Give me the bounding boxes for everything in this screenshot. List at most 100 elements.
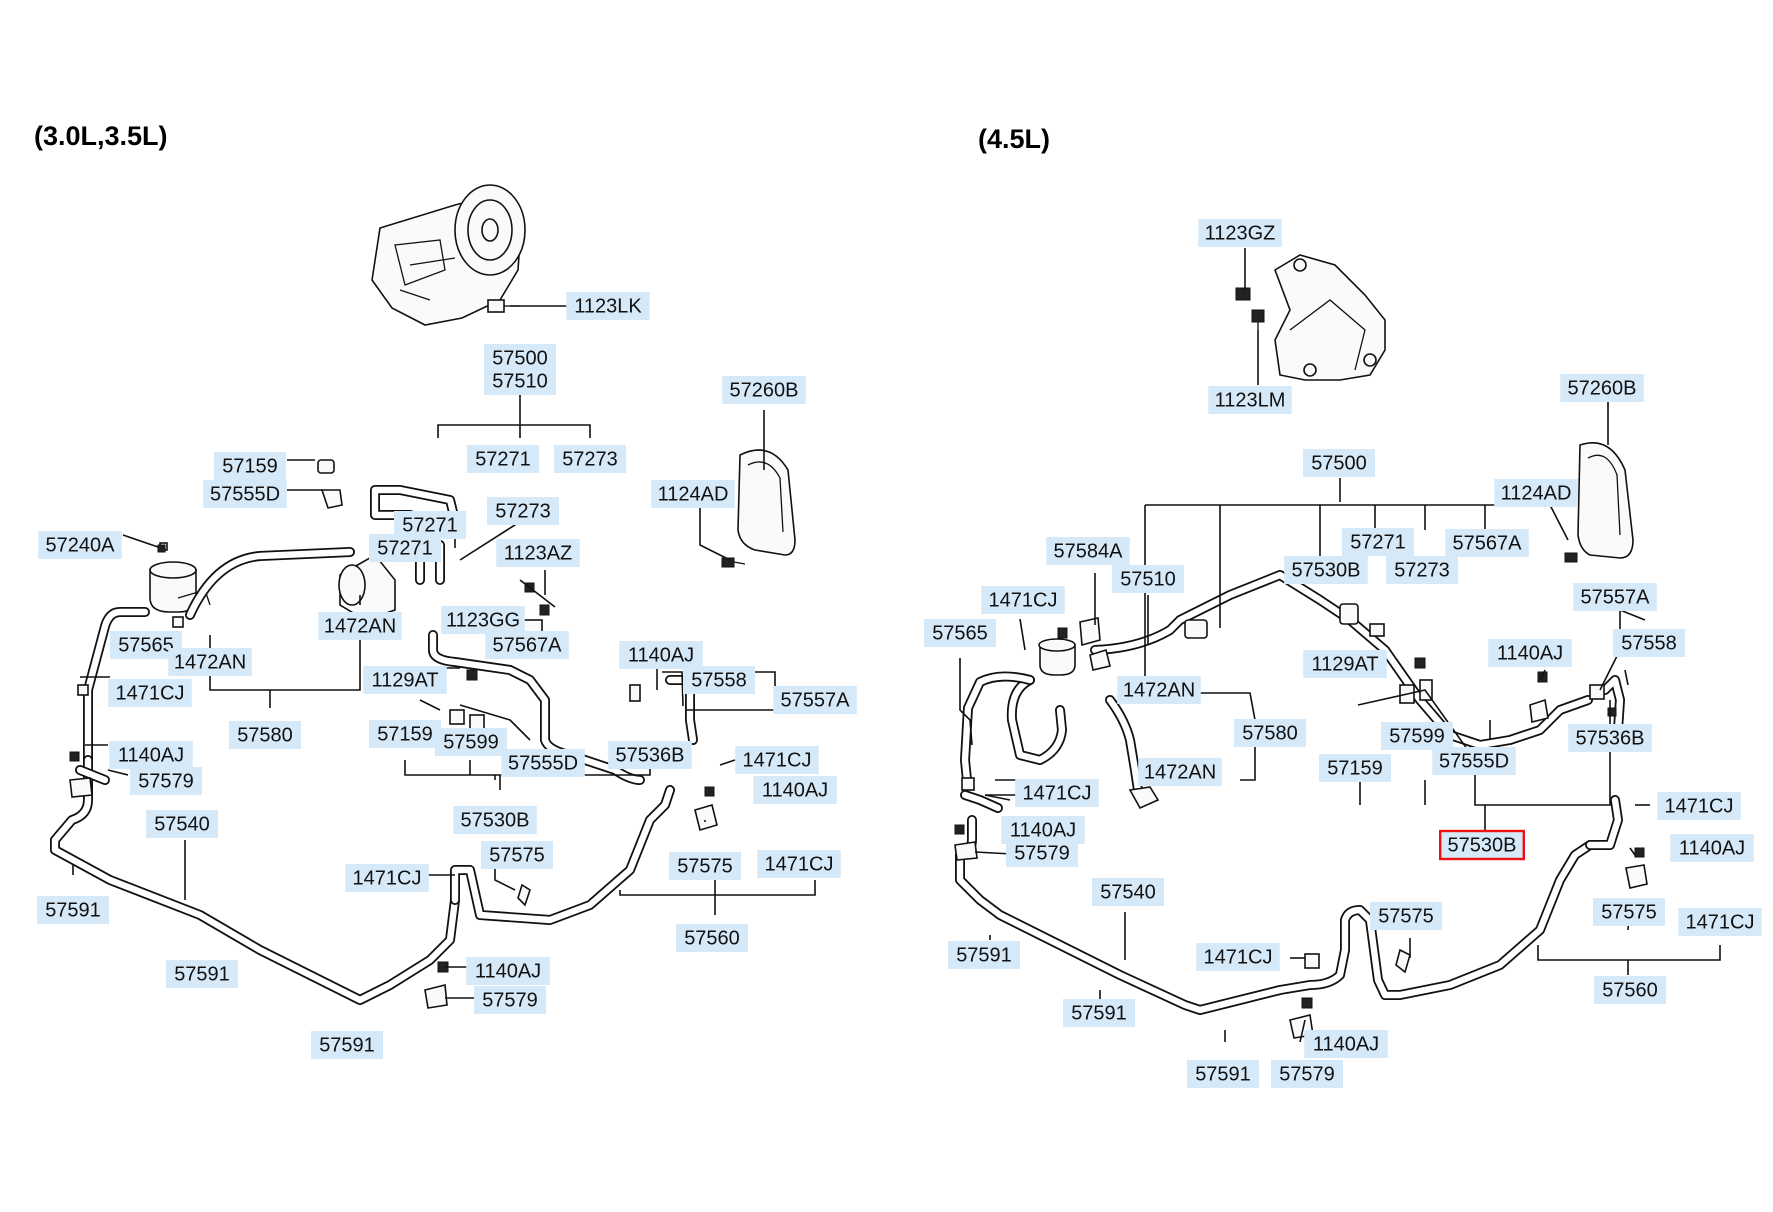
part-number-text: 1129AT bbox=[371, 669, 438, 691]
part-label-57530b[interactable]: 57530B bbox=[453, 806, 537, 834]
part-label-1124ad[interactable]: 1124AD bbox=[1494, 479, 1578, 507]
part-label-57591[interactable]: 57591 bbox=[311, 1031, 383, 1059]
part-label-1472an[interactable]: 1472AN bbox=[168, 648, 252, 676]
part-label-1472an[interactable]: 1472AN bbox=[1138, 758, 1222, 786]
part-number-text: 57591 bbox=[956, 944, 1012, 966]
part-label-57558[interactable]: 57558 bbox=[1613, 629, 1685, 657]
part-label-57159[interactable]: 57159 bbox=[1319, 754, 1391, 782]
part-label-1140aj[interactable]: 1140AJ bbox=[1304, 1030, 1388, 1058]
part-label-57510[interactable]: 57510 bbox=[484, 367, 556, 395]
part-label-57555d[interactable]: 57555D bbox=[1432, 747, 1516, 775]
part-label-57555d[interactable]: 57555D bbox=[203, 480, 287, 508]
part-label-1472an[interactable]: 1472AN bbox=[1117, 676, 1201, 704]
part-number-text: 57579 bbox=[1279, 1063, 1335, 1085]
part-label-57273[interactable]: 57273 bbox=[1386, 556, 1458, 584]
part-label-1140aj[interactable]: 1140AJ bbox=[1488, 639, 1572, 667]
part-label-1471cj[interactable]: 1471CJ bbox=[757, 850, 841, 878]
part-label-1140aj[interactable]: 1140AJ bbox=[1670, 834, 1754, 862]
part-label-1140aj[interactable]: 1140AJ bbox=[753, 776, 837, 804]
part-label-57558[interactable]: 57558 bbox=[683, 666, 755, 694]
part-label-57510[interactable]: 57510 bbox=[1112, 565, 1184, 593]
part-number-text: 57575 bbox=[489, 844, 545, 866]
part-label-57567a[interactable]: 57567A bbox=[1445, 529, 1529, 557]
bolt-icon bbox=[1235, 287, 1265, 330]
part-label-1471cj[interactable]: 1471CJ bbox=[1196, 943, 1280, 971]
part-label-57530b[interactable]: 57530B bbox=[1438, 829, 1525, 861]
part-label-1471cj[interactable]: 1471CJ bbox=[345, 864, 429, 892]
part-label-57591[interactable]: 57591 bbox=[37, 896, 109, 924]
part-label-1123gz[interactable]: 1123GZ bbox=[1198, 219, 1282, 247]
part-number-text: 57579 bbox=[1014, 842, 1070, 864]
part-label-1129at[interactable]: 1129AT bbox=[363, 666, 447, 694]
part-label-1472an[interactable]: 1472AN bbox=[318, 612, 402, 640]
part-label-57271[interactable]: 57271 bbox=[1342, 528, 1414, 556]
part-label-57599[interactable]: 57599 bbox=[435, 728, 507, 756]
part-label-57580[interactable]: 57580 bbox=[229, 721, 301, 749]
part-number-text: 57591 bbox=[174, 963, 230, 985]
part-label-1471cj[interactable]: 1471CJ bbox=[1015, 779, 1099, 807]
part-number-text: 57271 bbox=[475, 448, 531, 470]
part-label-57565[interactable]: 57565 bbox=[110, 631, 182, 659]
part-label-57240a[interactable]: 57240A bbox=[38, 531, 122, 559]
part-label-57575[interactable]: 57575 bbox=[481, 841, 553, 869]
part-number-text: 57565 bbox=[118, 634, 174, 656]
part-label-57579[interactable]: 57579 bbox=[1006, 839, 1078, 867]
part-label-57579[interactable]: 57579 bbox=[1271, 1060, 1343, 1088]
part-label-1123lk[interactable]: 1123LK bbox=[566, 292, 650, 320]
part-label-1140aj[interactable]: 1140AJ bbox=[466, 957, 550, 985]
part-label-57579[interactable]: 57579 bbox=[474, 986, 546, 1014]
part-label-57591[interactable]: 57591 bbox=[166, 960, 238, 988]
part-label-57579[interactable]: 57579 bbox=[130, 767, 202, 795]
part-label-57500[interactable]: 57500 bbox=[1303, 449, 1375, 477]
part-label-57271[interactable]: 57271 bbox=[467, 445, 539, 473]
part-label-1140aj[interactable]: 1140AJ bbox=[109, 741, 193, 769]
part-label-57584a[interactable]: 57584A bbox=[1046, 537, 1130, 565]
part-label-1471cj[interactable]: 1471CJ bbox=[981, 586, 1065, 614]
part-label-1471cj[interactable]: 1471CJ bbox=[735, 746, 819, 774]
part-label-57575[interactable]: 57575 bbox=[1593, 898, 1665, 926]
part-label-57599[interactable]: 57599 bbox=[1381, 722, 1453, 750]
label-box bbox=[501, 749, 585, 777]
label-box bbox=[484, 367, 556, 395]
part-label-57273[interactable]: 57273 bbox=[487, 497, 559, 525]
part-label-57540[interactable]: 57540 bbox=[146, 810, 218, 838]
label-box bbox=[1198, 219, 1282, 247]
part-label-57159[interactable]: 57159 bbox=[369, 720, 441, 748]
part-label-1140aj[interactable]: 1140AJ bbox=[619, 641, 703, 669]
part-label-57575[interactable]: 57575 bbox=[1370, 902, 1442, 930]
part-label-57557a[interactable]: 57557A bbox=[773, 686, 857, 714]
part-label-57580[interactable]: 57580 bbox=[1234, 719, 1306, 747]
label-box bbox=[37, 896, 109, 924]
part-label-57530b[interactable]: 57530B bbox=[1284, 556, 1368, 584]
part-label-57591[interactable]: 57591 bbox=[948, 941, 1020, 969]
part-label-57540[interactable]: 57540 bbox=[1092, 878, 1164, 906]
part-label-57271[interactable]: 57271 bbox=[369, 534, 441, 562]
label-box bbox=[773, 686, 857, 714]
part-label-1471cj[interactable]: 1471CJ bbox=[108, 679, 192, 707]
part-number-text: 1471CJ bbox=[765, 853, 834, 875]
part-label-1124ad[interactable]: 1124AD bbox=[651, 480, 735, 508]
part-label-57273[interactable]: 57273 bbox=[554, 445, 626, 473]
part-label-57260b[interactable]: 57260B bbox=[1560, 374, 1644, 402]
part-label-57536b[interactable]: 57536B bbox=[608, 741, 692, 769]
part-label-57560[interactable]: 57560 bbox=[676, 924, 748, 952]
part-label-1123az[interactable]: 1123AZ bbox=[496, 539, 580, 567]
part-label-57591[interactable]: 57591 bbox=[1187, 1060, 1259, 1088]
part-label-57565[interactable]: 57565 bbox=[924, 619, 996, 647]
part-number-text: 1123GZ bbox=[1205, 222, 1276, 244]
part-label-57260b[interactable]: 57260B bbox=[722, 376, 806, 404]
part-label-57560[interactable]: 57560 bbox=[1594, 976, 1666, 1004]
part-label-57591[interactable]: 57591 bbox=[1063, 999, 1135, 1027]
part-label-57159[interactable]: 57159 bbox=[214, 452, 286, 480]
part-label-1471cj[interactable]: 1471CJ bbox=[1678, 908, 1762, 936]
part-label-57536b[interactable]: 57536B bbox=[1568, 724, 1652, 752]
part-label-57555d[interactable]: 57555D bbox=[501, 749, 585, 777]
part-label-57575[interactable]: 57575 bbox=[669, 852, 741, 880]
part-label-1123gg[interactable]: 1123GG bbox=[441, 606, 525, 634]
part-number-text: 1471CJ bbox=[1686, 911, 1755, 933]
part-label-57567a[interactable]: 57567A bbox=[485, 631, 569, 659]
part-label-1123lm[interactable]: 1123LM bbox=[1208, 386, 1292, 414]
part-label-1129at[interactable]: 1129AT bbox=[1303, 650, 1387, 678]
part-label-57557a[interactable]: 57557A bbox=[1573, 583, 1657, 611]
part-label-1471cj[interactable]: 1471CJ bbox=[1657, 792, 1741, 820]
